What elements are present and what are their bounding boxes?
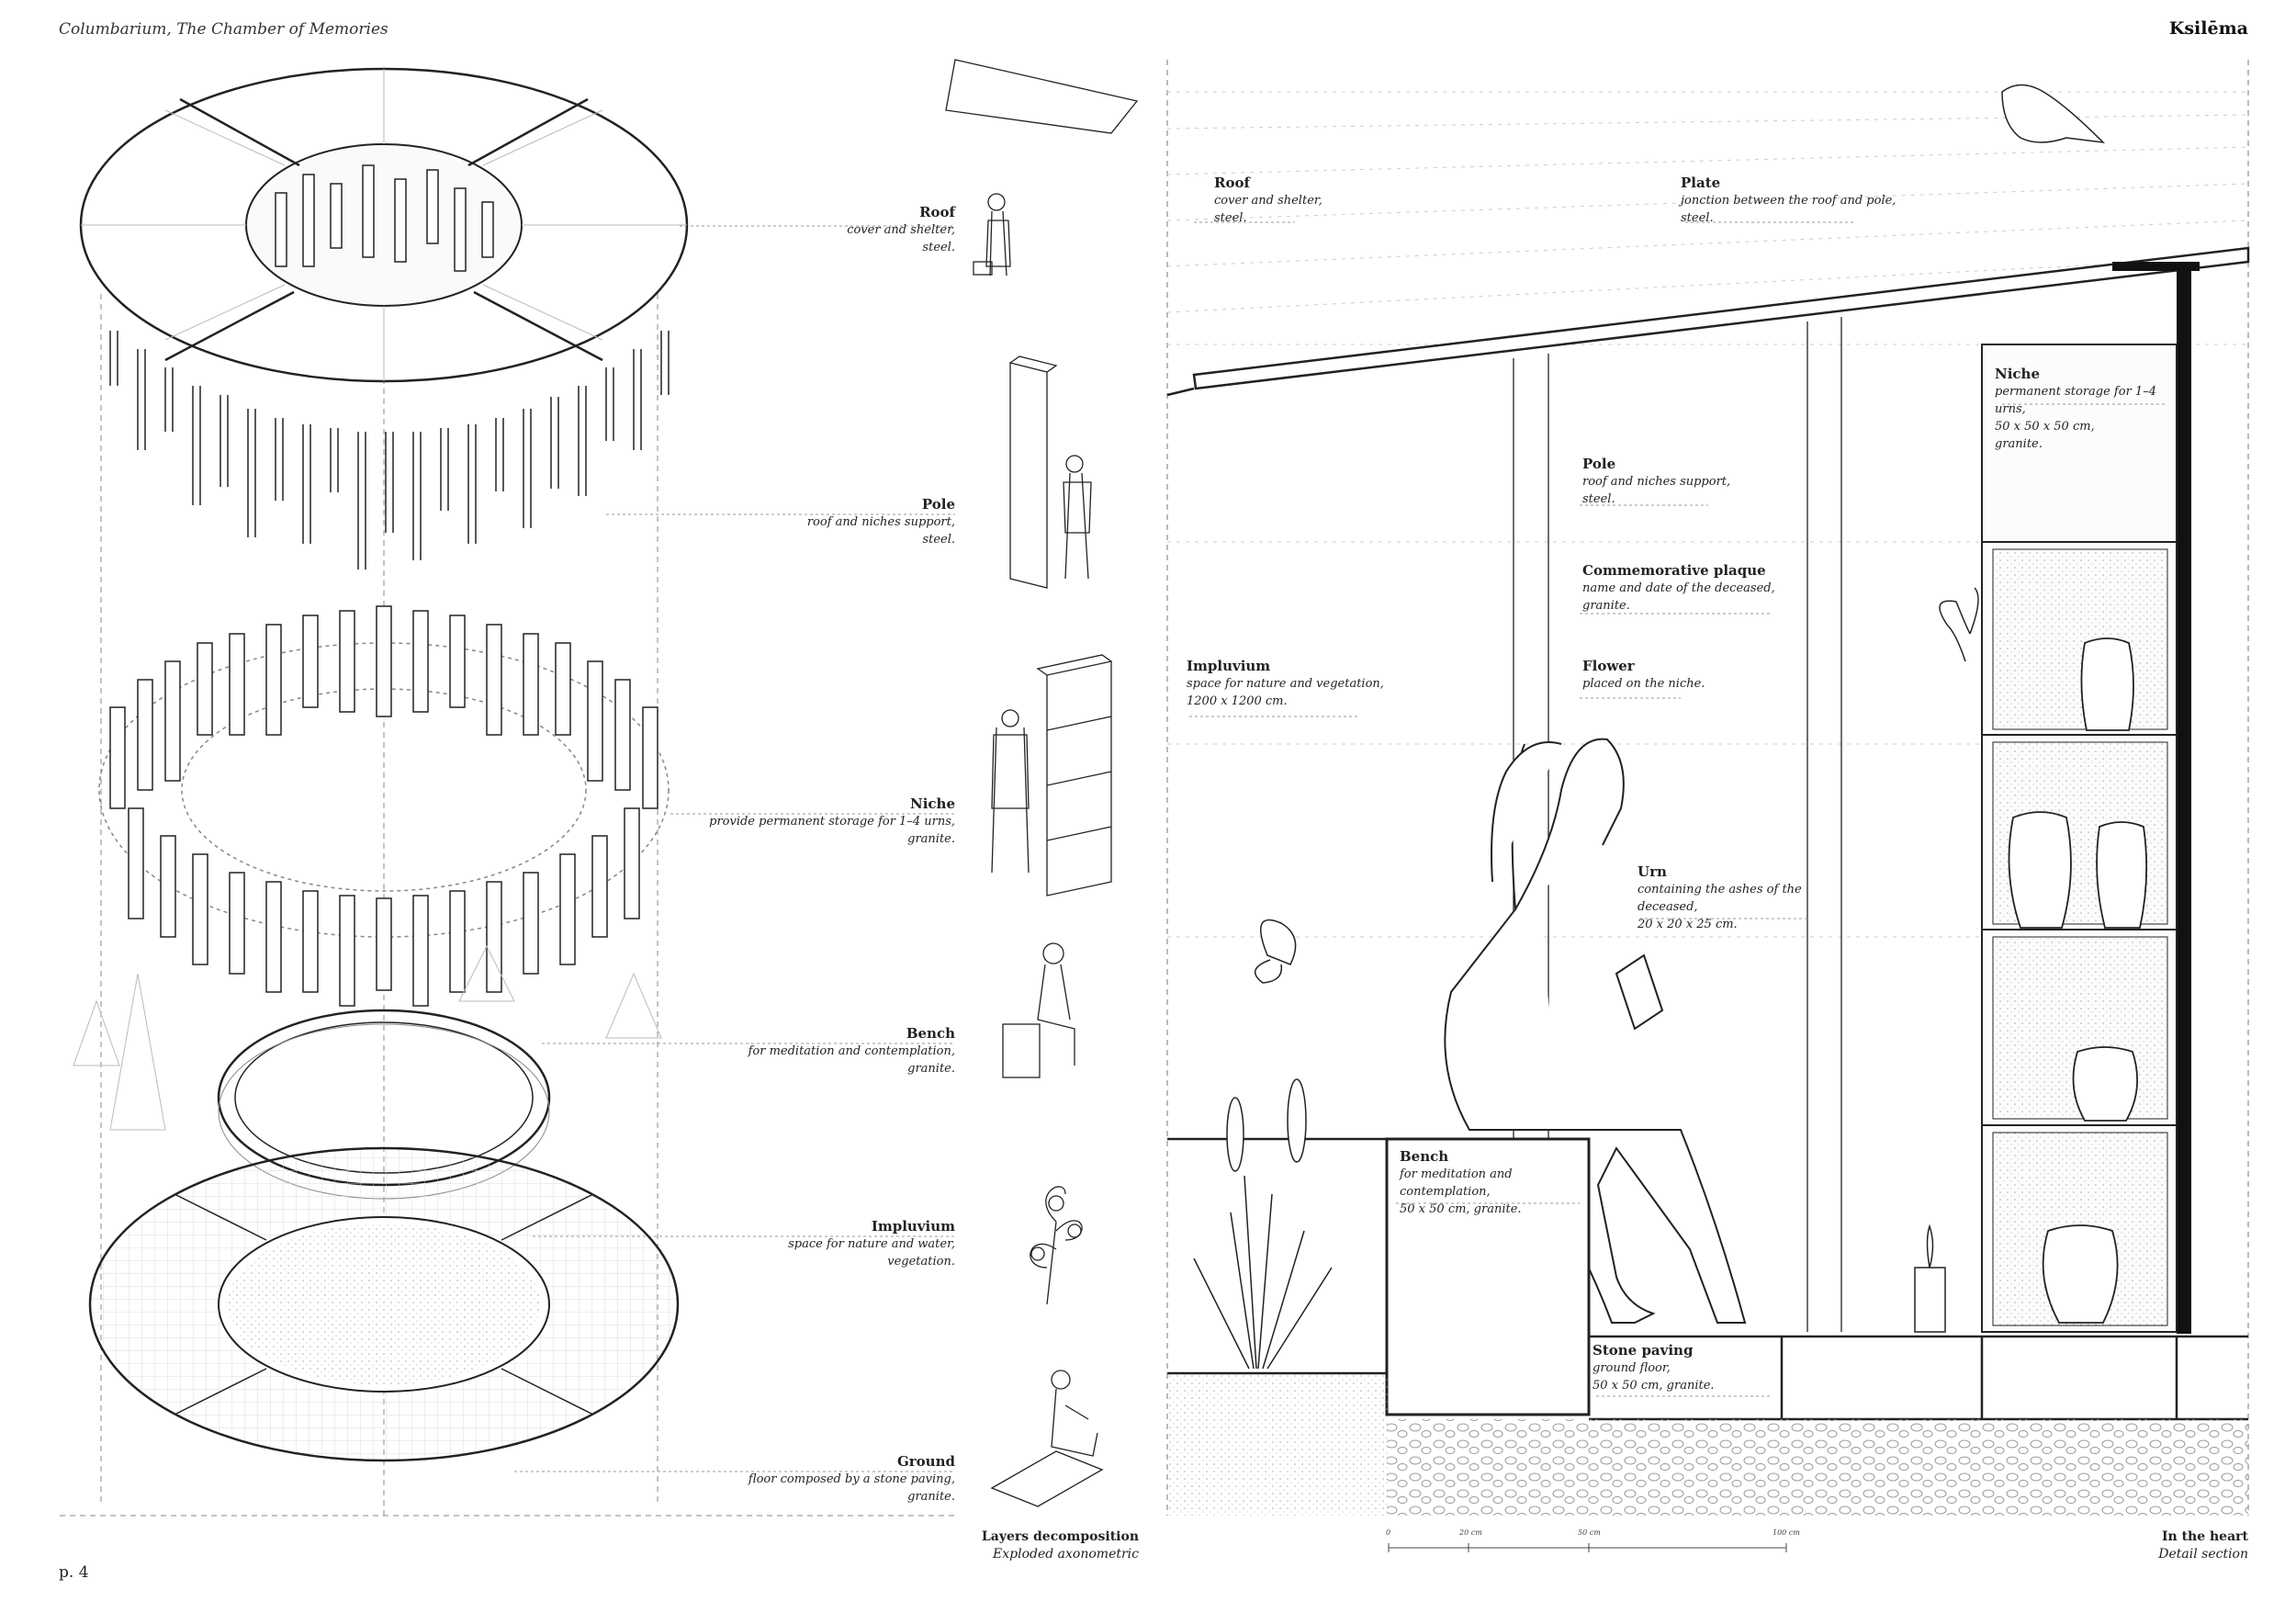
axo-label-pole-title: Pole xyxy=(921,496,955,513)
section-label-bench-desc: for meditation and contemplation, 50 x 5… xyxy=(1400,1167,1522,1216)
figure-column xyxy=(945,59,1139,1507)
section-label-pole-title: Pole xyxy=(1582,456,1616,472)
detail-section xyxy=(1166,60,2250,1552)
axo-label-ground-desc: floor composed by a stone paving, granit… xyxy=(748,1472,955,1504)
exploded-axonometric xyxy=(60,59,1139,1517)
axo-label-bench: Bench for meditation and contemplation, … xyxy=(716,1025,955,1077)
section-label-paving: Stone paving ground floor, 50 x 50 cm, g… xyxy=(1593,1342,1776,1394)
section-label-urn-desc: containing the ashes of the deceased, 20… xyxy=(1638,883,1802,931)
axo-label-bench-title: Bench xyxy=(906,1025,955,1042)
axo-label-roof-title: Roof xyxy=(919,204,955,220)
axo-label-impluvium-desc: space for nature and water, vegetation. xyxy=(788,1237,955,1269)
pole-layer xyxy=(109,331,670,570)
section-label-impluvium: Impluvium space for nature and vegetatio… xyxy=(1187,658,1389,710)
section-label-pole-desc: roof and niches support, steel. xyxy=(1582,475,1731,506)
section-label-roof-title: Roof xyxy=(1214,175,1250,191)
section-label-impluvium-title: Impluvium xyxy=(1187,658,1271,674)
axo-label-niche: Niche provide permanent storage for 1–4 … xyxy=(698,795,955,848)
scale-label-100: 100 cm xyxy=(1773,1528,1800,1537)
bird-icon xyxy=(2001,84,2106,144)
section-label-plaque-desc: name and date of the deceased, granite. xyxy=(1582,581,1775,613)
candle-icon xyxy=(1914,1224,1946,1333)
niche-layer xyxy=(98,605,670,1007)
section-label-bench: Bench for meditation and contemplation, … xyxy=(1400,1148,1583,1218)
grass-plant-icon xyxy=(1193,1078,1333,1370)
flower-icon xyxy=(1030,1186,1083,1305)
page-title: Columbarium, The Chamber of Memories xyxy=(59,20,388,39)
seated-ground-man-icon xyxy=(990,1370,1104,1507)
axo-label-ground: Ground floor composed by a stone paving,… xyxy=(707,1453,955,1506)
section-label-bench-title: Bench xyxy=(1400,1148,1449,1165)
section-label-niche-desc: permanent storage for 1–4 urns, 50 x 50 … xyxy=(1995,385,2156,451)
section-label-plaque: Commemorative plaque name and date of th… xyxy=(1582,562,1803,615)
section-caption-sub: Detail section xyxy=(2158,1547,2248,1562)
scale-label-50: 50 cm xyxy=(1578,1528,1601,1537)
urn-icons xyxy=(2008,637,2148,1324)
section-label-flower-title: Flower xyxy=(1582,658,1635,674)
section-label-flower: Flower placed on the niche. xyxy=(1582,658,1766,693)
section-label-paving-desc: ground floor, 50 x 50 cm, granite. xyxy=(1593,1361,1715,1393)
axo-label-niche-desc: provide permanent storage for 1–4 urns, … xyxy=(709,815,955,846)
page-number: p. 4 xyxy=(59,1563,89,1582)
axo-caption-title: Layers decomposition xyxy=(981,1529,1139,1544)
section-label-urn: Urn containing the ashes of the deceased… xyxy=(1638,863,1858,933)
axo-label-pole: Pole roof and niches support, steel. xyxy=(771,496,955,548)
butterfly-icon xyxy=(1255,919,1297,984)
section-label-roof-desc: cover and shelter, steel. xyxy=(1214,194,1322,225)
bench-block xyxy=(1385,1137,1591,1416)
section-caption: In the heart Detail section xyxy=(2028,1528,2248,1563)
axo-caption-sub: Exploded axonometric xyxy=(993,1547,1139,1562)
axo-label-impluvium-title: Impluvium xyxy=(871,1218,955,1235)
scale-bar xyxy=(1388,1543,1787,1552)
section-label-plate: Plate jonction between the roof and pole… xyxy=(1681,175,1919,227)
axo-label-roof-desc: cover and shelter, steel. xyxy=(847,223,955,254)
seated-man-icon xyxy=(1002,942,1075,1078)
axo-label-pole-desc: roof and niches support, steel. xyxy=(806,515,955,547)
section-label-plaque-title: Commemorative plaque xyxy=(1582,562,1766,579)
section-label-plate-desc: jonction between the roof and pole, stee… xyxy=(1681,194,1896,225)
section-label-niche-title: Niche xyxy=(1995,366,2040,382)
scale-label-0: 0 xyxy=(1386,1528,1391,1537)
axo-label-roof: Roof cover and shelter, steel. xyxy=(771,204,955,256)
niche-flower-icon xyxy=(1939,587,1979,662)
scale-label-20: 20 cm xyxy=(1459,1528,1482,1537)
section-label-paving-title: Stone paving xyxy=(1593,1342,1694,1359)
section-label-roof: Roof cover and shelter, steel. xyxy=(1214,175,1398,227)
section-label-pole: Pole roof and niches support, steel. xyxy=(1582,456,1766,508)
section-label-impluvium-desc: space for nature and vegetation, 1200 x … xyxy=(1187,677,1384,708)
person-with-briefcase-icon xyxy=(973,193,1011,276)
axo-label-impluvium: Impluvium space for nature and water, ve… xyxy=(735,1218,955,1270)
section-label-flower-desc: placed on the niche. xyxy=(1582,677,1705,691)
axo-label-niche-title: Niche xyxy=(910,795,955,812)
niche-column-icon xyxy=(991,654,1112,897)
section-caption-title: In the heart xyxy=(2161,1529,2248,1544)
axo-label-bench-desc: for meditation and contemplation, granit… xyxy=(748,1044,955,1076)
section-label-plate-title: Plate xyxy=(1681,175,1721,191)
axo-caption: Layers decomposition Exploded axonometri… xyxy=(918,1528,1139,1563)
axo-label-ground-title: Ground xyxy=(896,1453,955,1470)
ground-layer xyxy=(88,1146,680,1462)
pole-with-person-icon xyxy=(1009,355,1092,589)
seated-woman-figure xyxy=(1444,738,1747,1324)
brand-name: Ksilēma xyxy=(2168,18,2248,39)
roof-layer xyxy=(79,67,689,383)
section-label-niche: Niche permanent storage for 1–4 urns, 50… xyxy=(1995,366,2169,453)
section-label-urn-title: Urn xyxy=(1638,863,1667,880)
